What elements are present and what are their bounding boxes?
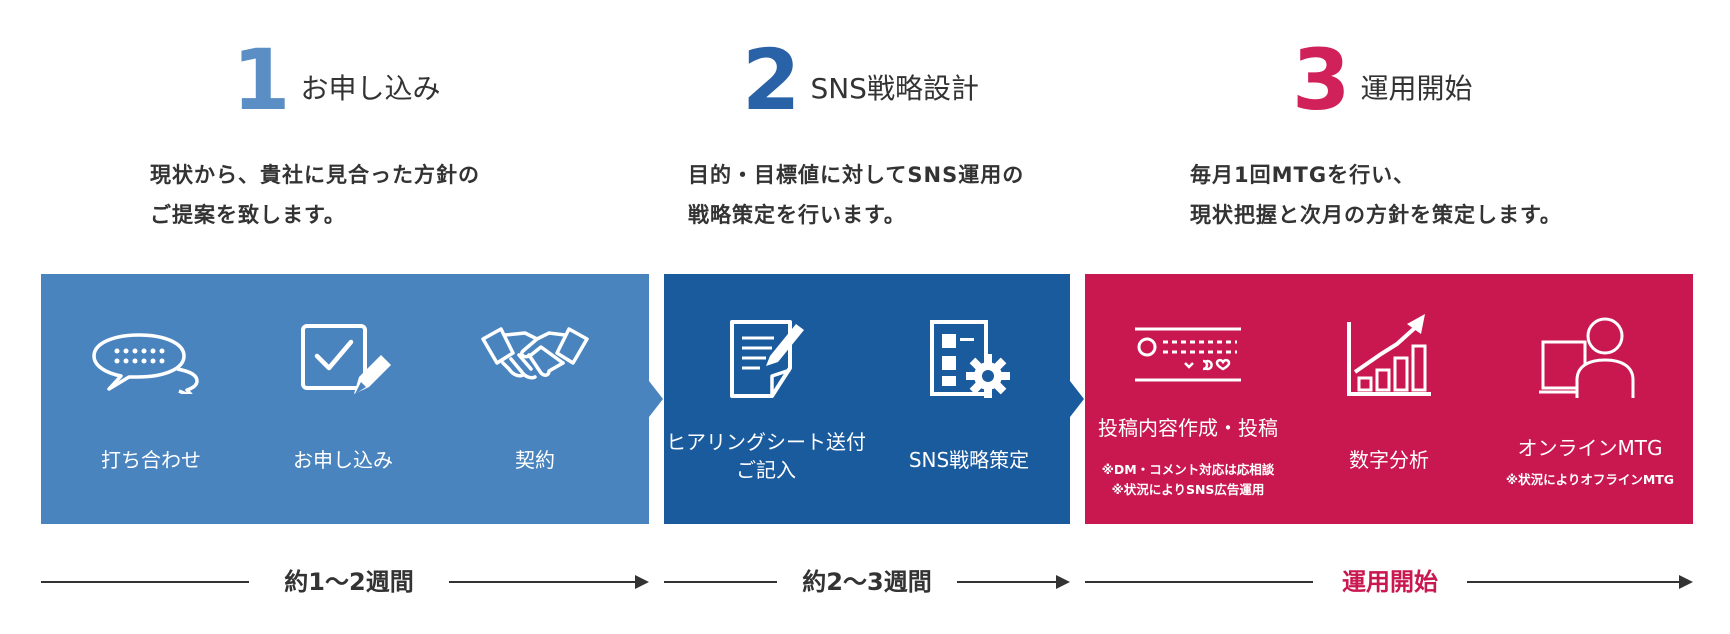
item-hearing-sheet-line-1: ヒアリングシート送付 xyxy=(666,430,866,454)
item-online-mtg-notes: ※状況によりオフラインMTG xyxy=(1487,470,1693,490)
item-sns-strategy-label: SNS戦略策定 xyxy=(908,448,1030,472)
step-3-title: 運用開始 xyxy=(1360,72,1473,105)
timeline-3-line-left xyxy=(1085,581,1313,583)
panel-1-arrow-tip xyxy=(649,381,663,417)
panel-application: 打ち合わせ お申し込み 契約 xyxy=(41,274,649,524)
step-1-desc-line-2: ご提案を致します。 xyxy=(150,203,346,227)
item-posting-label: 投稿内容作成・投稿 xyxy=(1098,416,1278,440)
timeline-2-line-right xyxy=(957,581,1056,583)
step-2-title: SNS戦略設計 xyxy=(810,72,979,105)
item-posting-note-1: ※DM・コメント対応は応相談 xyxy=(1101,462,1275,477)
step-3-desc-line-1: 毎月1回MTGを行い、 xyxy=(1190,163,1416,187)
item-sns-strategy: SNS戦略策定 xyxy=(868,274,1070,524)
step-3-desc-line-2: 現状把握と次月の方針を策定します。 xyxy=(1190,203,1562,227)
item-analysis: 数字分析 xyxy=(1291,274,1487,524)
step-2-desc-line-1: 目的・目標値に対してSNS運用の xyxy=(688,163,1025,187)
item-hearing-sheet-line-2: ご記入 xyxy=(736,458,796,482)
growth-chart-icon xyxy=(1347,314,1431,396)
timeline-3-arrowhead xyxy=(1679,575,1693,589)
timeline-3: 運用開始 xyxy=(1085,562,1693,602)
item-posting-note-2: ※状況によりSNS広告運用 xyxy=(1111,482,1265,497)
item-online-mtg-note-1: ※状況によりオフラインMTG xyxy=(1505,472,1675,487)
handshake-icon xyxy=(481,327,589,380)
document-pen-icon xyxy=(730,320,804,398)
timeline-2: 約2〜3週間 xyxy=(664,562,1070,602)
timeline-2-arrowhead xyxy=(1056,575,1070,589)
step-1-title: お申し込み xyxy=(300,72,441,105)
step-1-heading: 1 お申し込み xyxy=(232,31,441,129)
person-monitor-icon xyxy=(1539,317,1635,398)
step-1-number: 1 xyxy=(232,31,291,129)
timeline-1-line-right xyxy=(449,581,635,583)
timeline-1-label: 約1〜2週間 xyxy=(284,568,414,596)
step-2-heading: 2 SNS戦略設計 xyxy=(742,31,979,129)
item-contract: 契約 xyxy=(465,274,605,524)
step-3-number: 3 xyxy=(1292,31,1351,129)
item-meeting: 打ち合わせ xyxy=(81,274,221,524)
step-3-heading: 3 運用開始 xyxy=(1292,31,1473,129)
panel-operation: 投稿内容作成・投稿 ※DM・コメント対応は応相談 ※状況によりSNS広告運用 数… xyxy=(1085,274,1693,524)
checkbox-pen-icon xyxy=(301,324,391,394)
item-contract-label: 契約 xyxy=(515,448,555,472)
step-1-desc-line-1: 現状から、貴社に見合った方針の xyxy=(150,163,480,187)
step-2-number: 2 xyxy=(742,31,801,129)
timeline-1-line-left xyxy=(41,581,249,583)
timeline-1: 約1〜2週間 xyxy=(41,562,649,602)
item-posting-notes: ※DM・コメント対応は応相談 ※状況によりSNS広告運用 xyxy=(1085,460,1291,500)
timeline-3-line-right xyxy=(1467,581,1679,583)
timeline-3-label: 運用開始 xyxy=(1342,568,1438,596)
step-2-desc-line-2: 戦略策定を行います。 xyxy=(688,203,906,227)
item-online-mtg: オンラインMTG ※状況によりオフラインMTG xyxy=(1487,274,1693,524)
post-layout-icon xyxy=(1135,327,1241,382)
item-meeting-label: 打ち合わせ xyxy=(101,448,201,472)
panel-strategy: ヒアリングシート送付 ご記入 SNS戦略策定 xyxy=(664,274,1070,524)
panel-2-arrow-tip xyxy=(1070,381,1084,417)
item-posting: 投稿内容作成・投稿 ※DM・コメント対応は応相談 ※状況によりSNS広告運用 xyxy=(1085,274,1291,524)
item-application: お申し込み xyxy=(273,274,413,524)
step-3-description: 毎月1回MTGを行い、 現状把握と次月の方針を策定します。 xyxy=(1190,155,1562,235)
item-hearing-sheet-label: ヒアリングシート送付 ご記入 xyxy=(664,428,868,484)
document-gear-icon xyxy=(930,320,1010,398)
chat-bubbles-icon xyxy=(92,333,199,394)
step-1-description: 現状から、貴社に見合った方針の ご提案を致します。 xyxy=(150,155,480,235)
item-online-mtg-label: オンラインMTG xyxy=(1517,436,1663,460)
step-2-description: 目的・目標値に対してSNS運用の 戦略策定を行います。 xyxy=(688,155,1024,235)
timeline-1-arrowhead xyxy=(635,575,649,589)
item-hearing-sheet: ヒアリングシート送付 ご記入 xyxy=(664,274,868,524)
timeline-2-line-left xyxy=(664,581,777,583)
item-analysis-label: 数字分析 xyxy=(1349,448,1429,472)
item-application-label: お申し込み xyxy=(293,448,393,472)
timeline-2-label: 約2〜3週間 xyxy=(802,568,932,596)
